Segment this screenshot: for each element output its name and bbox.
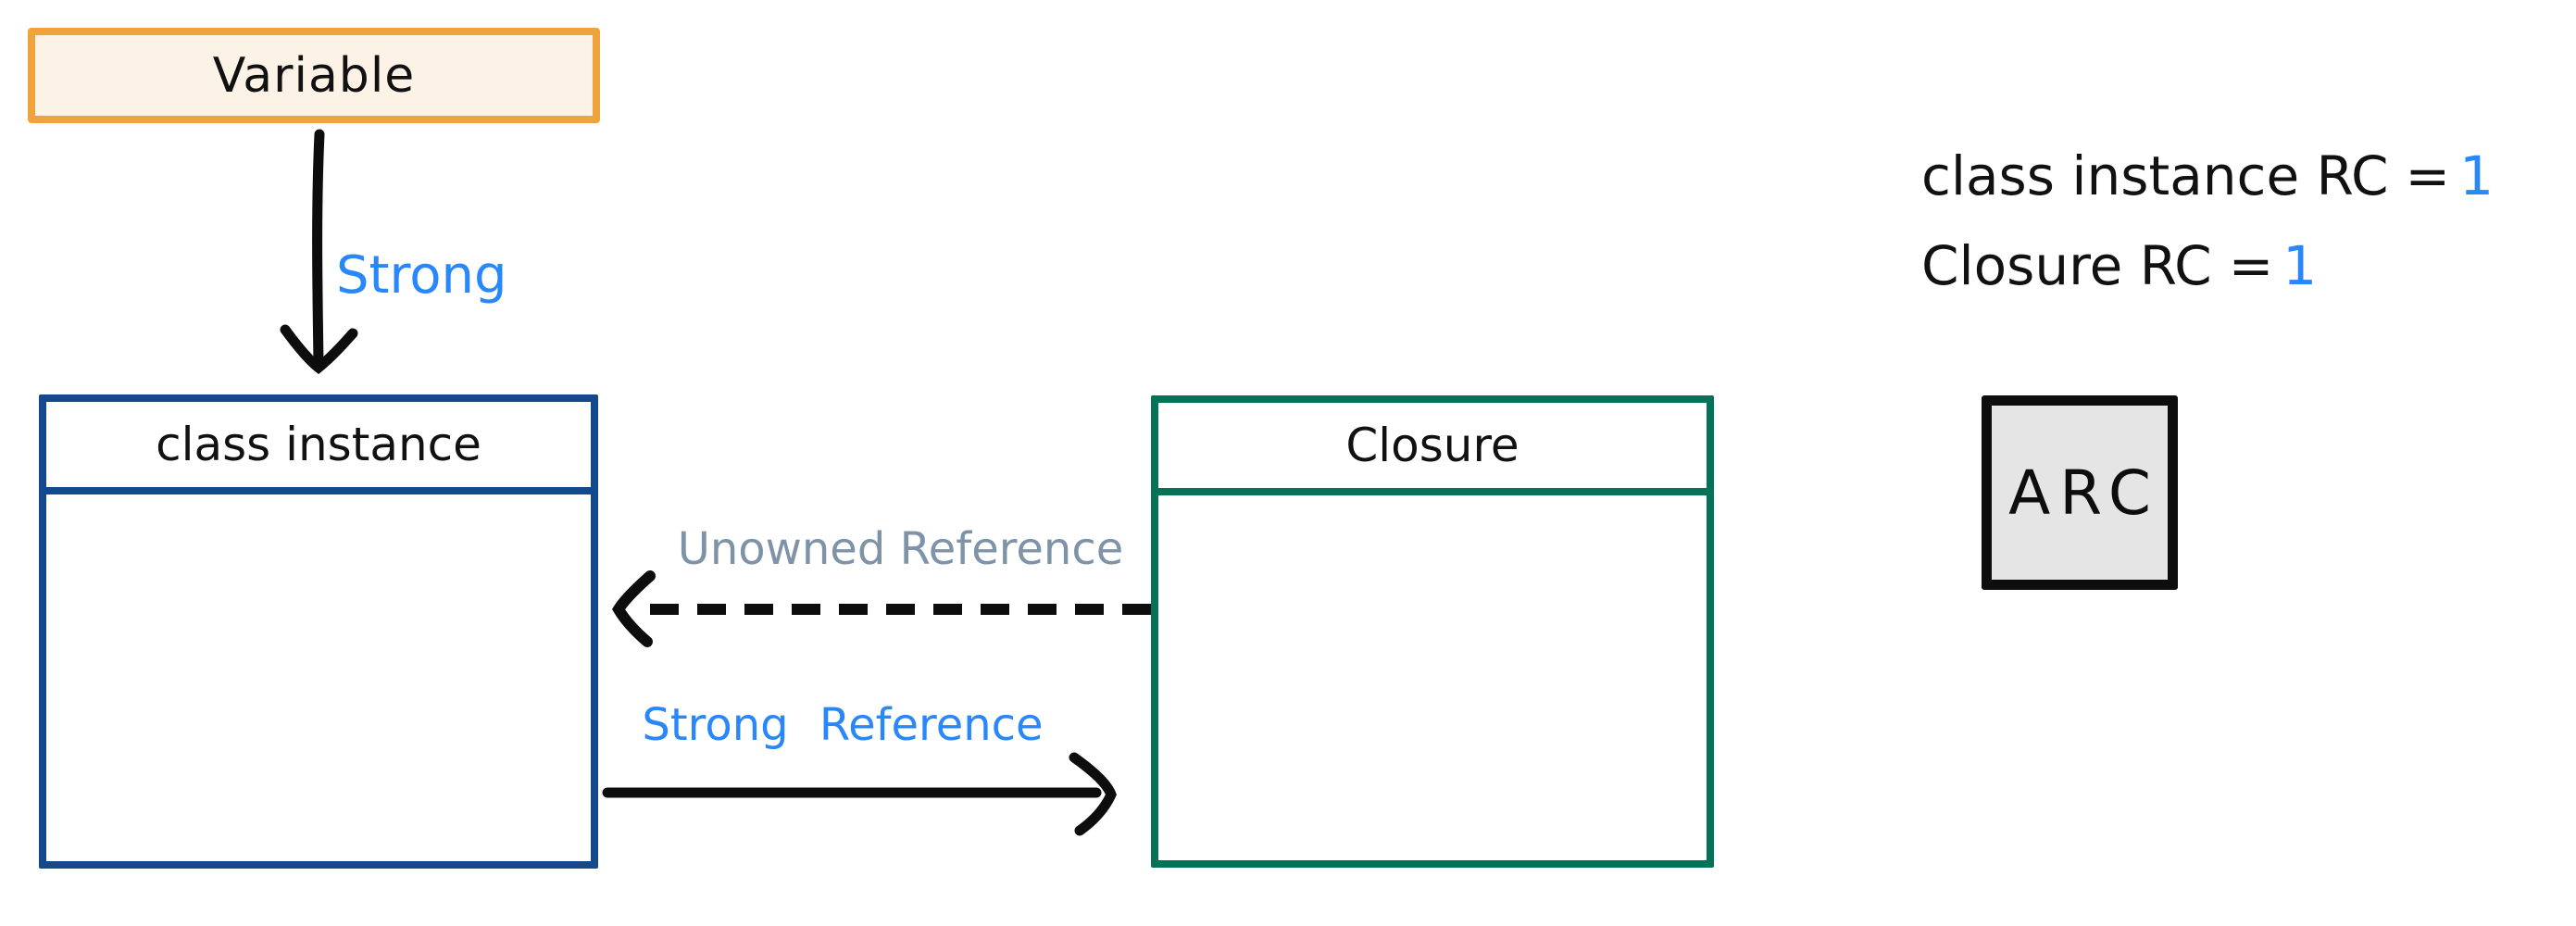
arc-box: ARC	[1982, 395, 2178, 590]
unowned-reference-dashed-arrow	[611, 570, 1151, 647]
rc-note-class-instance-label: class instance RC	[1921, 144, 2389, 207]
class-instance-box: class instance	[39, 394, 598, 869]
closure-box-body	[1158, 495, 1707, 860]
rc-note-class-instance: class instance RC =1	[1921, 131, 2494, 221]
closure-box: Closure	[1151, 395, 1714, 868]
arc-box-label: ARC	[2008, 457, 2160, 529]
closure-box-label: Closure	[1345, 419, 1519, 472]
variable-box: Variable	[28, 28, 600, 123]
rc-note-closure-equals: =	[2228, 234, 2274, 297]
rc-notes: class instance RC=1 Closure RC=1	[1921, 131, 2494, 311]
unowned-reference-label: Unowned Reference	[677, 523, 1124, 575]
rc-note-class-instance-value: 1	[2459, 144, 2494, 207]
variable-box-label: Variable	[212, 47, 416, 104]
closure-box-header: Closure	[1158, 403, 1707, 495]
rc-note-closure-label: Closure RC	[1921, 234, 2212, 297]
strong-reference-right-label: Strong Reference	[642, 699, 1044, 751]
class-instance-box-header: class instance	[46, 402, 591, 494]
rc-note-closure-value: 1	[2282, 234, 2318, 297]
strong-reference-right-arrow	[602, 752, 1117, 836]
rc-note-class-instance-equals: =	[2405, 144, 2451, 207]
class-instance-box-body	[46, 494, 591, 861]
rc-note-closure: Closure RC =1	[1921, 221, 2494, 311]
class-instance-box-label: class instance	[156, 418, 481, 471]
strong-reference-down-label-line1: Strong	[336, 245, 507, 306]
